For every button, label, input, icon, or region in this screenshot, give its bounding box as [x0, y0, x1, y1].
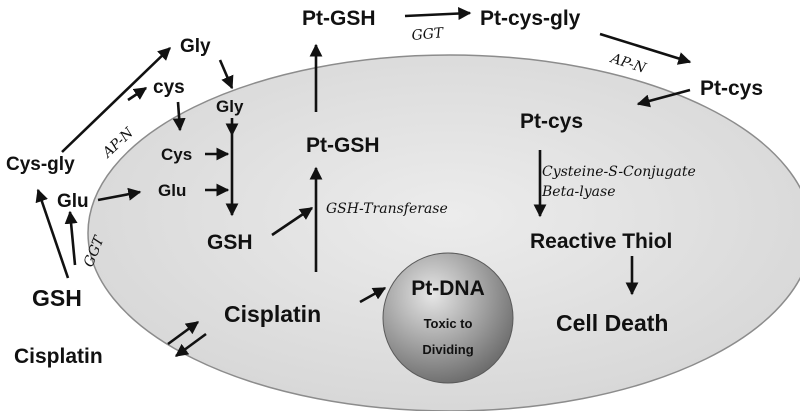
label-ptgsh-outer: Pt-GSH: [302, 7, 376, 30]
arrow-cisplatin-efflux: [174, 332, 207, 358]
arrow-ptcysgly-to-ptcys: [599, 32, 692, 65]
enzyme-lyase-line1: Cysteine-S-Conjugate: [542, 164, 696, 180]
arrow-gsh-to-cysgly: [35, 188, 70, 279]
label-reactive-thiol: Reactive Thiol: [530, 230, 672, 253]
arrow-cys-import: [172, 101, 186, 132]
label-ptcys-outer: Pt-cys: [700, 77, 763, 100]
label-cisplatin-outer: Cisplatin: [14, 345, 103, 368]
label-cysgly-outer: Cys-gly: [6, 154, 75, 175]
arrow-gsh-to-glu: [64, 210, 78, 266]
arrow-cysgly-to-gly: [61, 47, 171, 153]
enzyme-lyase-line2: Beta-lyase: [541, 184, 615, 200]
enzyme-ggt-top: GGT: [411, 25, 446, 44]
label-cys-outer: cys: [153, 77, 185, 98]
label-cell-death: Cell Death: [556, 310, 668, 336]
label-ptgsh-inner: Pt-GSH: [306, 134, 380, 157]
label-ptdna: Pt-DNA: [411, 277, 485, 300]
label-ptcysgly: Pt-cys-gly: [480, 7, 581, 30]
arrow-cisplatin-uptake: [167, 320, 200, 346]
label-toxic-to: Toxic to: [424, 316, 473, 331]
arrow-to-cys: [127, 86, 148, 102]
label-glu-outer: Glu: [57, 191, 89, 212]
arrow-glu-import: [97, 187, 142, 202]
enzyme-apn-top: AP-N: [607, 50, 649, 77]
label-gly-inner: Gly: [216, 97, 244, 116]
arrow-ptgsh-to-ptcysgly: [404, 7, 472, 21]
label-dividing: Dividing: [422, 342, 473, 357]
enzyme-gsh-transferase: GSH-Transferase: [326, 201, 448, 217]
label-ptcys-inner: Pt-cys: [520, 110, 583, 133]
arrow-gly-import: [218, 59, 234, 90]
label-glu-inner: Glu: [158, 181, 186, 200]
label-gsh-inner: GSH: [207, 231, 253, 254]
label-gly-outer: Gly: [180, 36, 211, 57]
nucleus: [382, 252, 514, 384]
cell-membrane: [87, 54, 800, 411]
label-gsh-outer: GSH: [32, 285, 82, 311]
arrow-cisplatin-to-ptdna: [359, 286, 387, 304]
label-cys-inner: Cys: [161, 145, 192, 164]
arrow-ptcys-import: [636, 88, 691, 108]
arrow-gsh-to-ptgsh: [271, 206, 314, 237]
label-cisplatin-inner: Cisplatin: [224, 301, 321, 327]
